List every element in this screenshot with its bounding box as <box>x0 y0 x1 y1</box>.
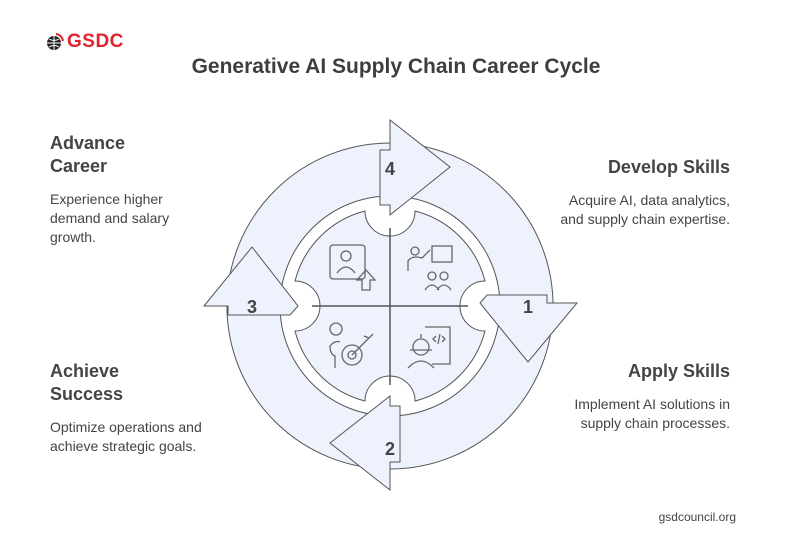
training-icon <box>407 245 453 291</box>
logo-text: GSDC <box>67 31 124 52</box>
step-heading: Achieve Success <box>50 361 124 404</box>
step-1-block: Develop Skills Acquire AI, data analytic… <box>550 156 730 229</box>
step-description: Optimize operations and achieve strategi… <box>50 419 202 454</box>
developer-code-icon <box>407 326 451 369</box>
step-2-block: Apply Skills Implement AI solutions in s… <box>550 360 730 433</box>
globe-icon <box>47 33 64 50</box>
step-heading: Advance Career <box>50 133 126 176</box>
step-3-block: Achieve Success Optimize operations and … <box>50 360 210 456</box>
step-number-2: 2 <box>385 439 395 459</box>
step-description: Acquire AI, data analytics, and supply c… <box>560 192 730 227</box>
footer-link[interactable]: gsdcouncil.org <box>658 510 736 524</box>
arrow-3 <box>202 246 299 316</box>
step-heading: Apply Skills <box>627 361 730 381</box>
step-number-4: 4 <box>385 159 395 179</box>
career-advance-icon <box>329 244 377 291</box>
step-number-1: 1 <box>523 297 533 317</box>
target-success-icon <box>329 322 374 368</box>
step-description: Experience higher demand and salary grow… <box>50 191 170 245</box>
page-title: Generative AI Supply Chain Career Cycle <box>191 55 601 78</box>
step-heading: Develop Skills <box>607 157 730 177</box>
gsdc-logo: GSDC <box>44 31 124 53</box>
arrow-1 <box>479 294 579 363</box>
step-number-3: 3 <box>247 297 257 317</box>
step-description: Implement AI solutions in supply chain p… <box>574 396 730 431</box>
arrow-4 <box>379 118 451 217</box>
step-4-block: Advance Career Experience higher demand … <box>50 132 210 247</box>
arrow-2 <box>329 394 401 492</box>
